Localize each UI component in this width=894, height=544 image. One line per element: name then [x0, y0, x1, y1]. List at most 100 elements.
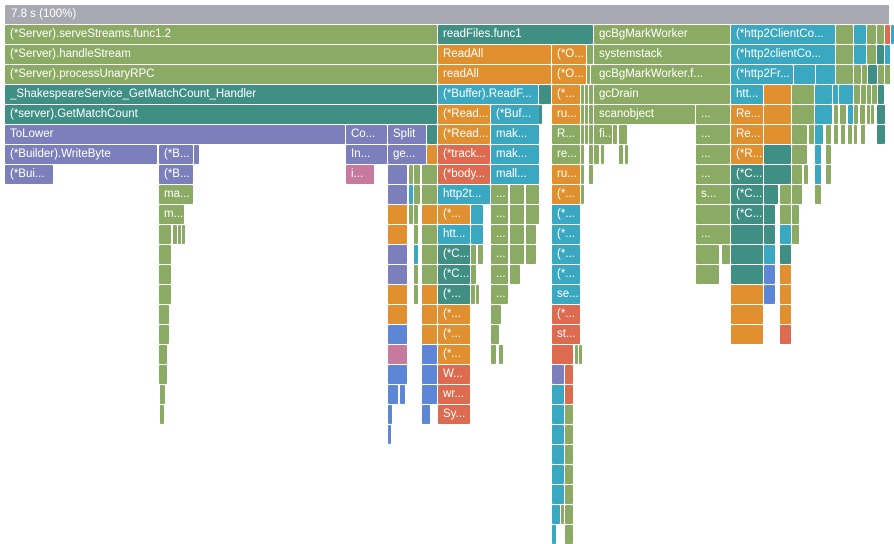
flame-frame[interactable]: i... [346, 165, 374, 184]
flame-frame[interactable]: (*Read... [438, 125, 490, 144]
flame-frame[interactable]: (*B... [159, 145, 193, 164]
flame-frame[interactable]: In... [346, 145, 387, 164]
flame-frame[interactable]: (*Read... [438, 105, 490, 124]
flame-frame[interactable]: (*C... [731, 205, 763, 224]
flame-frame-unlabeled[interactable] [561, 505, 564, 524]
flame-frame[interactable]: (*Buf... [491, 105, 539, 124]
flame-frame[interactable]: ToLower [5, 125, 345, 144]
flame-frame-unlabeled[interactable] [861, 125, 865, 144]
flame-frame[interactable]: (*O... [552, 45, 586, 64]
flame-frame[interactable]: (*... [438, 205, 470, 224]
flame-frame-unlabeled[interactable] [565, 385, 573, 404]
flame-frame-unlabeled[interactable] [491, 305, 501, 324]
flame-frame-unlabeled[interactable] [471, 265, 476, 284]
flame-frame[interactable]: (*... [438, 305, 470, 324]
flame-frame[interactable]: ru... [552, 105, 580, 124]
flame-frame-unlabeled[interactable] [422, 285, 437, 304]
flame-frame-unlabeled[interactable] [585, 105, 588, 124]
flame-frame[interactable]: ru... [552, 165, 580, 184]
flame-frame-unlabeled[interactable] [731, 325, 763, 344]
flame-frame-unlabeled[interactable] [764, 245, 775, 264]
flame-frame[interactable]: scanobject [594, 105, 695, 124]
flame-frame-unlabeled[interactable] [804, 165, 808, 184]
flame-frame-unlabeled[interactable] [552, 445, 564, 464]
flame-frame[interactable]: (*Server).processUnaryRPC [5, 65, 437, 84]
flame-frame-unlabeled[interactable] [552, 505, 560, 524]
flame-frame-unlabeled[interactable] [764, 185, 778, 204]
flame-frame[interactable]: (*Bui... [5, 165, 53, 184]
flame-frame-unlabeled[interactable] [836, 25, 853, 44]
flame-frame-unlabeled[interactable] [388, 245, 407, 264]
flame-frame-unlabeled[interactable] [877, 125, 885, 144]
flame-frame-unlabeled[interactable] [764, 105, 791, 124]
flame-frame-unlabeled[interactable] [159, 345, 167, 364]
flame-frame-unlabeled[interactable] [388, 285, 407, 304]
flame-frame-unlabeled[interactable] [552, 465, 564, 484]
flame-frame-unlabeled[interactable] [587, 45, 593, 64]
flame-frame-unlabeled[interactable] [854, 25, 866, 44]
flame-frame[interactable]: s... [696, 185, 730, 204]
flame-frame-unlabeled[interactable] [764, 205, 775, 224]
flame-frame-unlabeled[interactable] [731, 265, 763, 284]
flame-frame[interactable]: http2t... [438, 185, 490, 204]
flame-frame-unlabeled[interactable] [499, 345, 503, 364]
flame-frame-unlabeled[interactable] [422, 345, 437, 364]
flame-frame-unlabeled[interactable] [764, 85, 791, 104]
flame-frame[interactable]: ge... [388, 145, 426, 164]
flame-frame-unlabeled[interactable] [510, 245, 524, 264]
flame-frame-unlabeled[interactable] [552, 405, 564, 424]
flame-frame-unlabeled[interactable] [731, 245, 763, 264]
flame-frame-unlabeled[interactable] [731, 285, 763, 304]
flame-frame-unlabeled[interactable] [388, 385, 398, 404]
flame-frame-unlabeled[interactable] [581, 125, 584, 144]
flame-frame-unlabeled[interactable] [422, 265, 437, 284]
flame-frame[interactable]: ... [491, 185, 508, 204]
flame-frame-unlabeled[interactable] [160, 405, 164, 424]
flame-frame-unlabeled[interactable] [427, 145, 437, 164]
flame-frame-unlabeled[interactable] [591, 65, 594, 84]
flame-frame-unlabeled[interactable] [159, 365, 167, 384]
flame-frame-unlabeled[interactable] [409, 205, 413, 224]
flame-frame[interactable]: m... [159, 205, 184, 224]
flame-frame-unlabeled[interactable] [526, 225, 536, 244]
flame-frame-unlabeled[interactable] [585, 85, 588, 104]
flame-frame-unlabeled[interactable] [587, 65, 590, 84]
flame-frame-unlabeled[interactable] [565, 525, 573, 544]
flame-frame-unlabeled[interactable] [491, 345, 496, 364]
flame-frame-unlabeled[interactable] [764, 125, 791, 144]
flame-frame[interactable]: fi... [594, 125, 612, 144]
flame-frame-unlabeled[interactable] [471, 245, 476, 264]
flame-frame[interactable]: (*C... [438, 265, 470, 284]
flame-frame[interactable]: Sy... [438, 405, 470, 424]
flame-frame-unlabeled[interactable] [552, 385, 564, 404]
flame-frame-unlabeled[interactable] [388, 305, 407, 324]
flame-frame-unlabeled[interactable] [178, 225, 181, 244]
flame-frame-unlabeled[interactable] [388, 325, 407, 344]
flame-frame-unlabeled[interactable] [764, 145, 791, 164]
flame-frame-unlabeled[interactable] [589, 125, 593, 144]
flame-frame-unlabeled[interactable] [815, 125, 823, 144]
flame-frame-unlabeled[interactable] [526, 185, 539, 204]
flame-frame[interactable]: ... [491, 265, 508, 284]
flame-frame-unlabeled[interactable] [173, 225, 177, 244]
flame-frame-unlabeled[interactable] [476, 285, 479, 304]
flame-frame[interactable]: mak... [491, 125, 539, 144]
flame-frame[interactable]: re... [552, 145, 580, 164]
flame-frame[interactable]: (*http2Fr... [731, 65, 793, 84]
flame-frame[interactable]: Re... [731, 125, 763, 144]
flame-frame-unlabeled[interactable] [160, 385, 165, 404]
flame-frame-unlabeled[interactable] [414, 285, 418, 304]
flame-frame[interactable]: (*R... [731, 145, 763, 164]
flame-frame[interactable]: mak... [491, 145, 539, 164]
flame-frame[interactable]: htt... [731, 85, 763, 104]
flame-frame-unlabeled[interactable] [581, 185, 584, 204]
flame-frame[interactable]: ... [491, 205, 508, 224]
flame-frame[interactable]: gcBgMarkWorker.f... [594, 65, 730, 84]
flame-frame[interactable]: (*... [552, 185, 580, 204]
flame-frame-unlabeled[interactable] [471, 285, 475, 304]
flame-frame-unlabeled[interactable] [388, 265, 407, 284]
flame-frame-unlabeled[interactable] [422, 185, 437, 204]
flame-frame-unlabeled[interactable] [579, 345, 582, 364]
flame-frame[interactable]: (*track... [438, 145, 490, 164]
flame-frame-unlabeled[interactable] [826, 145, 831, 164]
